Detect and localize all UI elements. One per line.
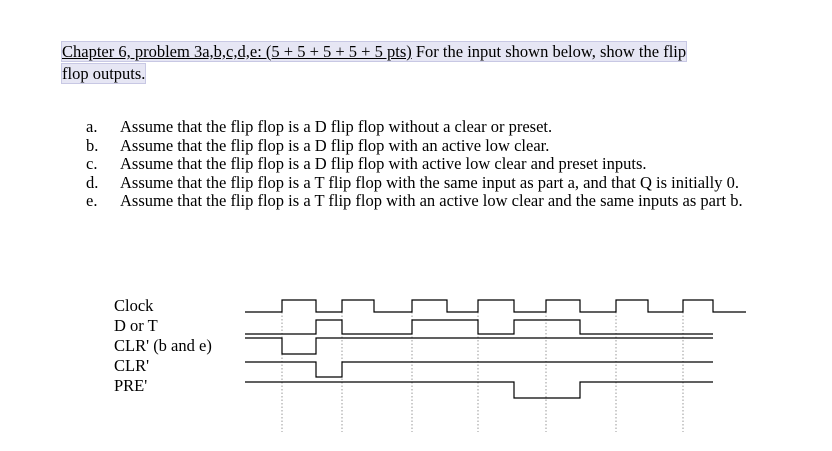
part-letter: d.: [86, 172, 99, 192]
part-text: Assume that the flip flop is a D flip fl…: [120, 154, 647, 173]
heading-text-line1: For the input shown below, show the flip: [411, 42, 687, 61]
part-letter: c.: [86, 154, 98, 173]
part-e: e. Assume that the flip flop is a T flip…: [86, 191, 806, 211]
part-letter: e.: [86, 191, 98, 210]
part-text: Assume that the flip flop is a T flip fl…: [120, 172, 739, 192]
signal-label-d-or-t: D or T: [114, 316, 158, 335]
part-a: a. Assume that the flip flop is a D flip…: [86, 117, 806, 137]
signal-waveforms: [245, 299, 746, 399]
signal-labels: Clock D or T CLR' (b and e) CLR' PRE': [114, 296, 212, 396]
waveform-1: [245, 319, 713, 335]
part-c: c. Assume that the flip flop is a D flip…: [86, 154, 806, 174]
heading-text-line2: flop outputs.: [60, 63, 147, 84]
waveform-4: [245, 381, 713, 399]
waveform-2: [245, 337, 713, 355]
signal-label-clr-b-e: CLR' (b and e): [114, 336, 212, 355]
waveform-0: [245, 299, 746, 313]
waveform-3: [245, 361, 713, 378]
heading-highlight: Chapter 6, problem 3a,b,c,d,e: (5 + 5 + …: [60, 41, 688, 62]
part-letter: b.: [86, 135, 99, 155]
part-text: Assume that the flip flop is a D flip fl…: [120, 135, 550, 155]
part-text: Assume that the flip flop is a T flip fl…: [120, 191, 743, 210]
edge-guides: [281, 312, 684, 432]
part-text: Assume that the flip flop is a D flip fl…: [120, 117, 553, 136]
signal-label-clock: Clock: [114, 296, 154, 315]
problem-heading: Chapter 6, problem 3a,b,c,d,e: (5 + 5 + …: [60, 41, 802, 85]
part-d: d. Assume that the flip flop is a T flip…: [86, 172, 806, 193]
signal-label-pre: PRE': [114, 376, 148, 395]
part-b: b. Assume that the flip flop is a D flip…: [86, 135, 806, 156]
part-letter: a.: [86, 117, 98, 136]
signal-label-clr: CLR': [114, 356, 150, 375]
chapter-reference: Chapter 6, problem 3a,b,c,d,e: (5 + 5 + …: [62, 42, 412, 61]
problem-parts-list: a. Assume that the flip flop is a D flip…: [86, 117, 806, 211]
